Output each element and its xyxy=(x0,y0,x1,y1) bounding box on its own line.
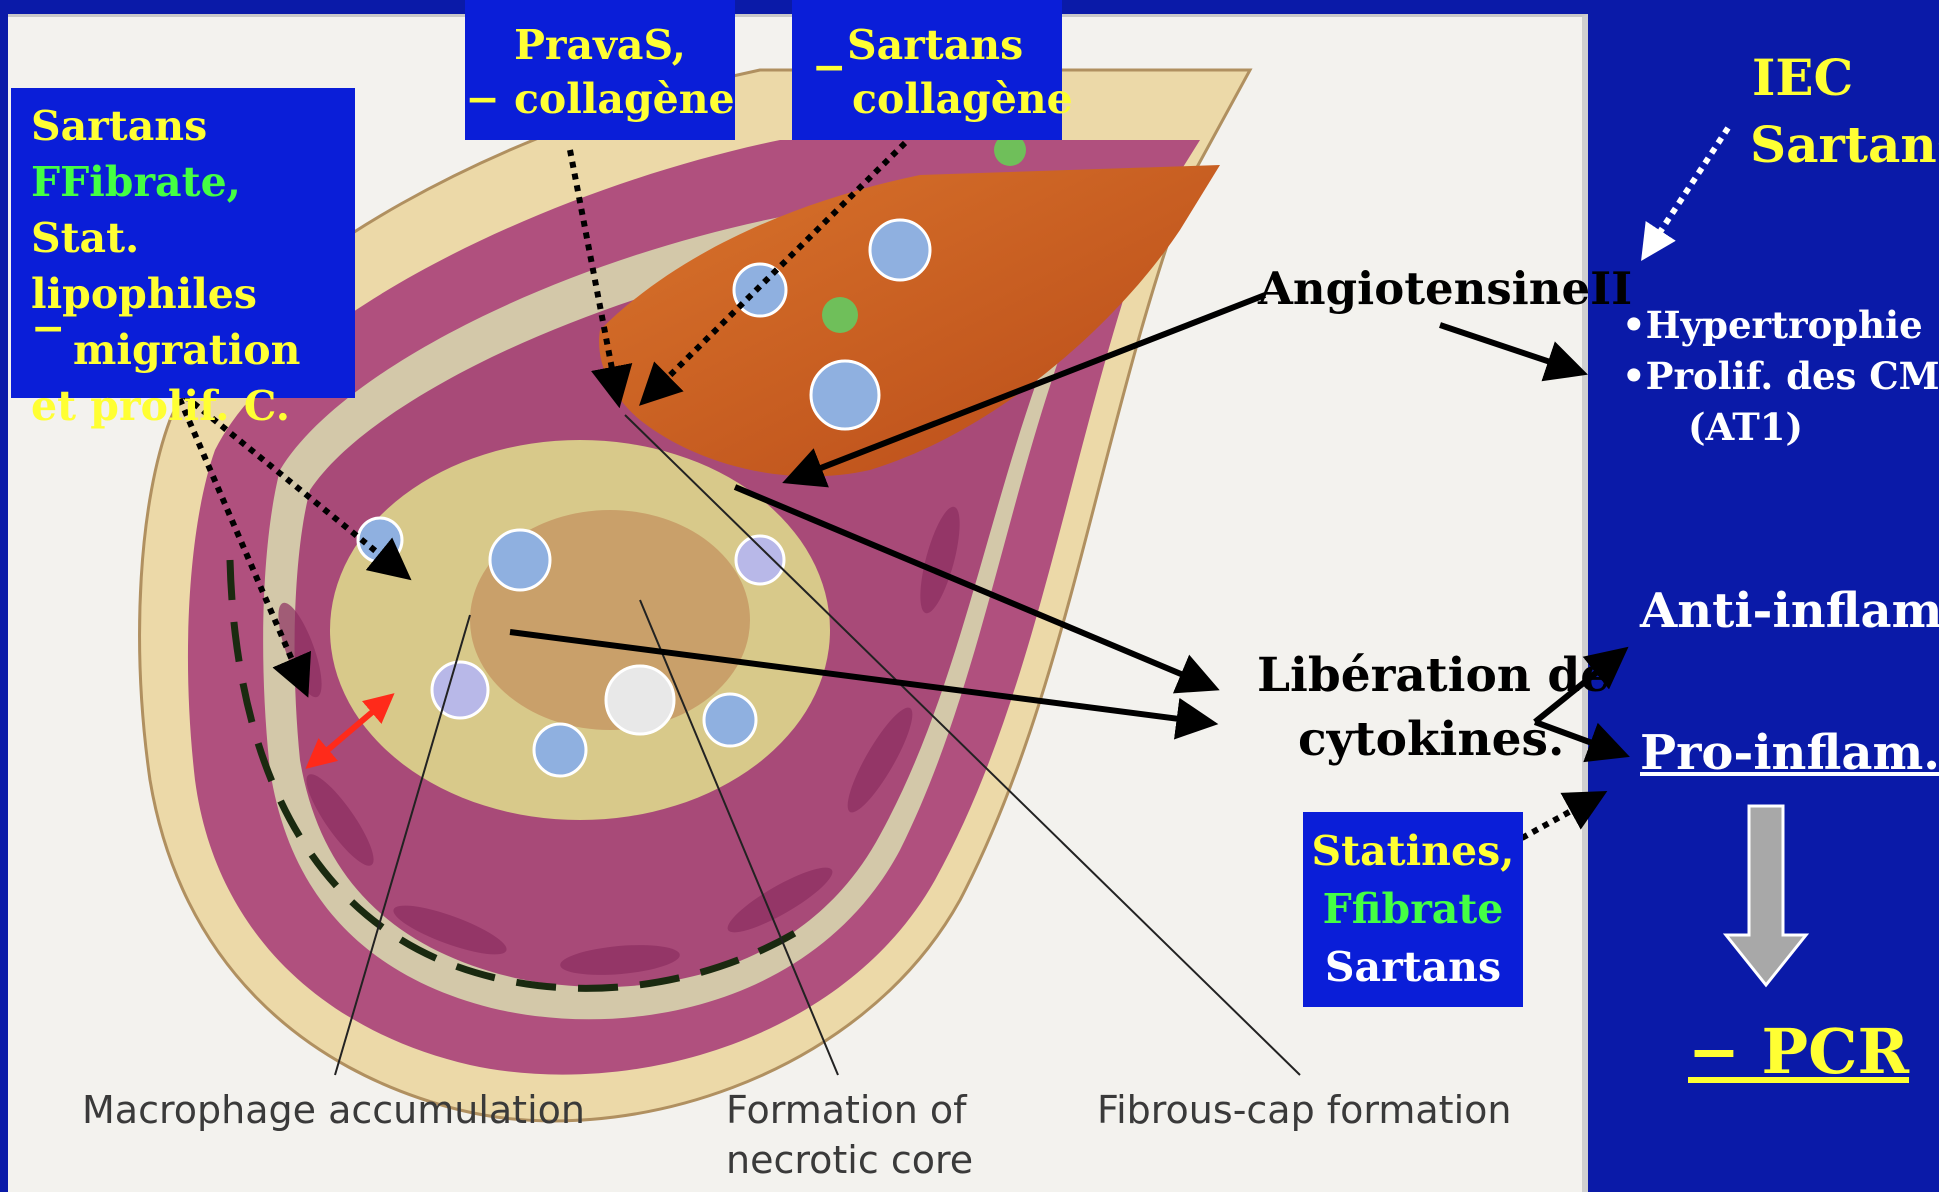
sidebar-bullet-at1: (AT1) xyxy=(1688,405,1803,449)
drug-box-pravas: PravaS, − collagène xyxy=(465,0,735,140)
liberation-label-line1: Libération de xyxy=(1257,648,1610,703)
drug-box-sartans-ffibrate: Sartans FFibrate, Stat. lipophiles −migr… xyxy=(11,88,355,398)
sidebar-pro-inflam: Pro-inflam. xyxy=(1640,725,1939,781)
drug-box-statines: Statines, Ffibrate Sartans xyxy=(1303,812,1523,1007)
drug-box-sartans-collagene: − Sartans collagène xyxy=(792,0,1062,140)
caption-fibrous-cap-formation: Fibrous-cap formation xyxy=(1097,1085,1511,1135)
caption-necrotic-core: necrotic core xyxy=(726,1135,973,1185)
box-line-prolif: et prolif. C. xyxy=(31,378,355,434)
sidebar-iec: IEC xyxy=(1752,48,1853,107)
box-line-sartans: Sartans xyxy=(1303,938,1523,996)
caption-macrophage-accumulation: Macrophage accumulation xyxy=(82,1085,585,1135)
white-dotted-arrow xyxy=(1645,128,1728,255)
sidebar-pcr: − PCR xyxy=(1688,1015,1909,1088)
down-arrow-icon xyxy=(1726,806,1806,985)
box-line-ffibrate: FFibrate xyxy=(31,158,227,206)
box-line-pravas: PravaS, xyxy=(465,18,735,72)
angiotensine-label: AngiotensineII xyxy=(1258,262,1632,315)
box-line-ffibrate: Ffibrate xyxy=(1303,880,1523,938)
box-dash-minus: − xyxy=(31,300,65,356)
box-line-statines: Statines, xyxy=(1303,822,1523,880)
sidebar-bullet-prolif: •Prolif. des CML xyxy=(1622,354,1939,398)
sidebar-sartans: Sartans xyxy=(1750,115,1939,174)
box-line-migration: migration xyxy=(31,326,300,374)
caption-formation-of: Formation of xyxy=(726,1085,967,1135)
box-dash-minus: − xyxy=(812,40,846,94)
box-line-stat-lipophiles: Stat. lipophiles xyxy=(31,210,355,322)
box-line-sartans: Sartans xyxy=(31,98,355,154)
box-line-collagene: − collagène xyxy=(465,72,735,126)
liberation-label-line2: cytokines. xyxy=(1298,712,1564,767)
box-line-ffibrate-comma: , xyxy=(227,158,241,206)
sidebar-anti-inflam: Anti-inflam. xyxy=(1640,583,1939,639)
sidebar-bullet-hypertrophie: •Hypertrophie xyxy=(1622,303,1923,347)
